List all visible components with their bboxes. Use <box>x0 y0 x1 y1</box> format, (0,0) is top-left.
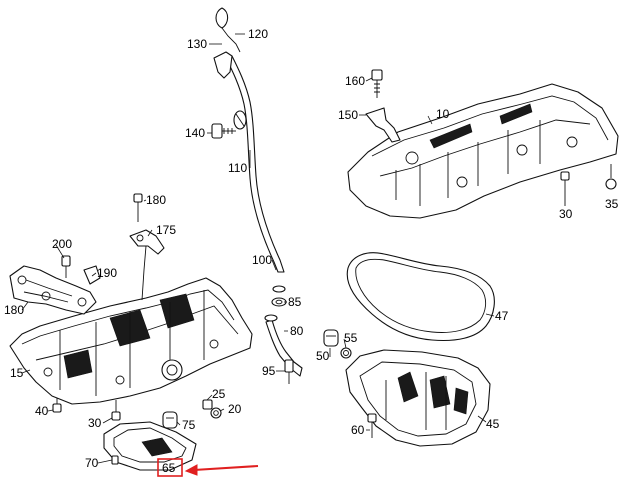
callout-30-right[interactable]: 30 <box>559 207 573 221</box>
small-bracket <box>129 193 165 301</box>
callout-15[interactable]: 15 <box>10 366 24 380</box>
callout-130[interactable]: 130 <box>187 37 207 51</box>
leader-lines <box>21 33 495 464</box>
callout-45[interactable]: 45 <box>486 417 500 431</box>
lower-oil-pan <box>345 349 491 447</box>
callout-200[interactable]: 190 <box>97 266 117 280</box>
callout-140[interactable]: 140 <box>185 126 205 140</box>
callout-55[interactable]: 55 <box>344 331 358 345</box>
callout-150[interactable]: 150 <box>338 108 358 122</box>
callout-25[interactable]: 25 <box>212 387 226 401</box>
main-oil-pan <box>9 277 253 421</box>
callout-95[interactable]: 95 <box>262 364 276 378</box>
callout-labels: 120 130 140 110 100 85 80 95 160 150 10 … <box>4 27 619 475</box>
callout-80[interactable]: 80 <box>290 324 304 338</box>
callout-100[interactable]: 100 <box>252 253 272 267</box>
callout-190[interactable]: 200 <box>52 237 72 251</box>
callout-65[interactable]: 65 <box>162 461 176 475</box>
callout-30-left[interactable]: 30 <box>88 416 102 430</box>
highlight-marker <box>157 458 259 477</box>
callout-60[interactable]: 60 <box>351 423 365 437</box>
callout-35[interactable]: 35 <box>605 197 619 211</box>
callout-47[interactable]: 47 <box>495 309 509 323</box>
highlight-arrow-line <box>193 465 259 471</box>
callout-120[interactable]: 120 <box>248 27 268 41</box>
callout-110[interactable]: 110 <box>228 161 247 175</box>
callout-170[interactable]: 175 <box>156 223 176 237</box>
plug-parts <box>323 329 352 359</box>
callout-75[interactable]: 75 <box>182 418 196 432</box>
highlight-box <box>157 458 183 477</box>
highlight-arrow-head <box>184 464 198 476</box>
dipstick-tube-assembly <box>211 7 287 307</box>
lower-tube-assembly <box>264 314 303 384</box>
callout-85[interactable]: 85 <box>288 295 302 309</box>
callout-50[interactable]: 50 <box>316 349 330 363</box>
callout-160[interactable]: 160 <box>345 74 365 88</box>
callout-20[interactable]: 20 <box>228 402 242 416</box>
callout-180[interactable]: 180 <box>4 303 24 317</box>
callout-40[interactable]: 40 <box>35 404 49 418</box>
oil-pan-gasket <box>346 252 495 342</box>
callout-175[interactable]: 180 <box>146 193 166 207</box>
callout-70[interactable]: 70 <box>85 456 99 470</box>
oil-pan-cover <box>103 399 222 471</box>
upper-oil-pan <box>347 69 619 219</box>
callout-10[interactable]: 10 <box>436 107 450 121</box>
